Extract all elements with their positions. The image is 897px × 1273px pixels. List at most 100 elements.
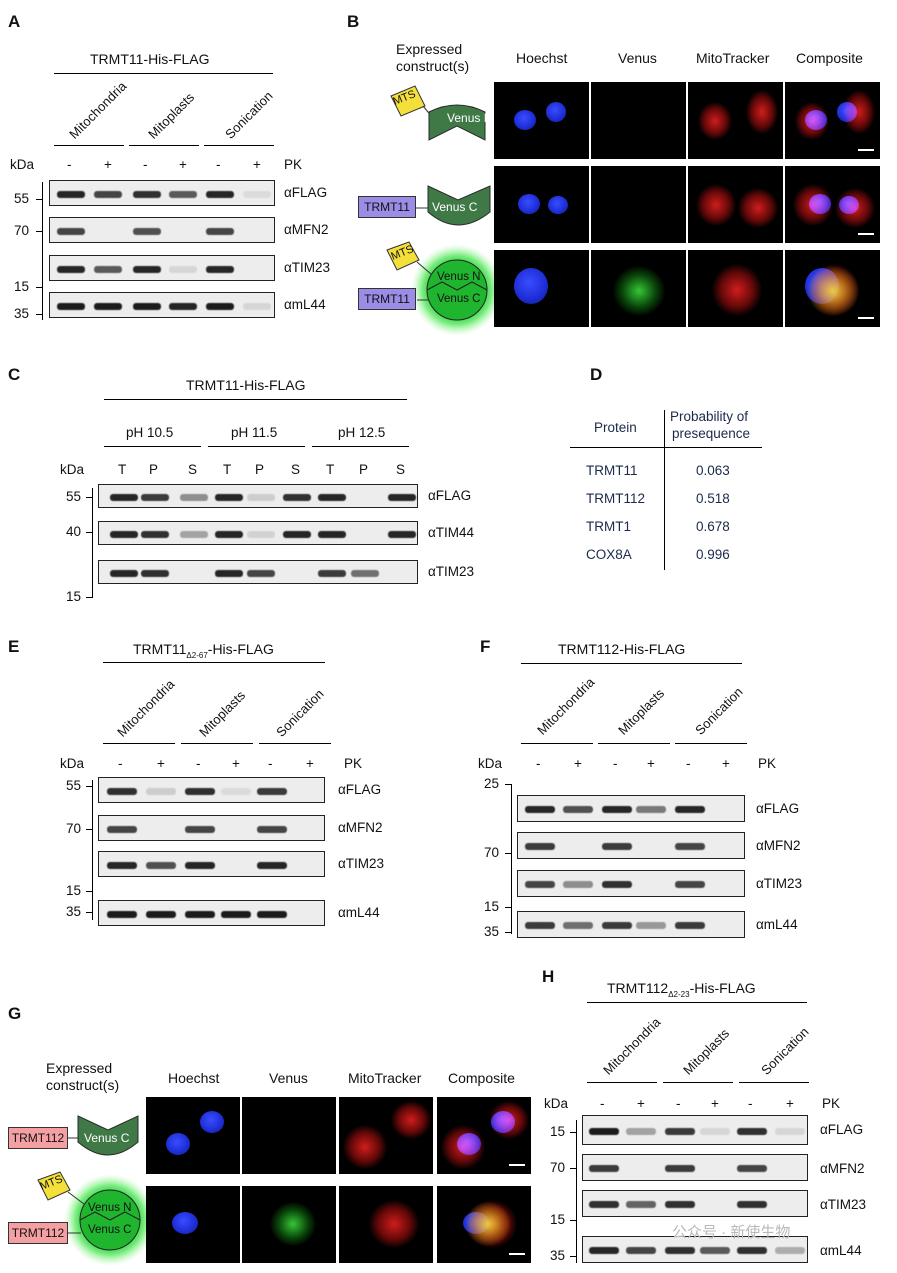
panel-a-marker-4: 35	[14, 306, 30, 321]
panel-c-marker-tick-2	[86, 532, 93, 533]
panel-f-blot-4-band-2	[563, 922, 593, 929]
panel-b-micrograph-r3-venus-venus-signal	[613, 266, 665, 316]
panel-g-micrograph-r1-hoechst	[146, 1097, 240, 1174]
panel-h-blot-1-band-1	[589, 1127, 619, 1135]
panel-a-marker-tick-3	[36, 287, 43, 288]
panel-a-fraction-2: Mitoplasts	[145, 89, 198, 142]
panel-a-marker-1: 55	[14, 191, 30, 206]
panel-f-construct: TRMT112-His-FLAG	[558, 641, 686, 657]
panel-c-marker-2: 40	[66, 524, 82, 539]
panel-a-lane-2: +	[104, 157, 112, 172]
panel-c-lane-1: T	[118, 462, 127, 477]
panel-f-blot-1-band-1	[525, 806, 555, 813]
panel-g-row2-construct	[37, 1171, 149, 1266]
panel-a-construct-line	[54, 73, 273, 74]
panel-c-antibody-1: αFLAG	[428, 488, 472, 503]
panel-g-micrograph-r1-mito	[339, 1097, 433, 1174]
panel-h-blot-1	[582, 1115, 808, 1145]
panel-h-blot-4-band-4	[700, 1247, 730, 1254]
panel-a-lane-5: -	[216, 157, 221, 172]
panel-d-col-prob-1: Probability of	[670, 409, 749, 424]
panel-c-marker-3: 15	[66, 589, 82, 604]
panel-c-lane-6: S	[291, 462, 301, 477]
panel-c-construct-line	[104, 399, 407, 400]
panel-g-micrograph-r2-mito	[339, 1186, 433, 1263]
panel-c-blot-1-band-7	[318, 493, 346, 501]
panel-d-protein-3: TRMT1	[586, 519, 631, 534]
panel-g-micrograph-r1-hoechst-nucleus	[166, 1133, 190, 1155]
panel-f-fraction-line-3	[675, 743, 747, 744]
panel-b-micrograph-r1-mito-mito-signal	[746, 90, 778, 134]
panel-g-micrograph-r1-hoechst-nucleus	[200, 1111, 224, 1133]
panel-g-row1-venus-c: Venus C	[84, 1131, 130, 1145]
panel-b-micrograph-r2-composite-mito-signal	[835, 188, 875, 228]
panel-h-blot-3	[582, 1190, 808, 1217]
panel-c-blot-1-band-1	[110, 493, 138, 501]
panel-d-prob-3: 0.678	[696, 519, 730, 534]
panel-f-blot-2-band-5	[675, 843, 705, 850]
panel-h-lane-5: -	[748, 1096, 753, 1111]
panel-c-blot-1	[98, 484, 418, 508]
panel-c-blot-3	[98, 560, 418, 584]
panel-h-marker-tick-1	[570, 1132, 577, 1133]
panel-g-row2-trmt112: TRMT112	[8, 1222, 68, 1244]
panel-b-row2-trmt11: TRMT11	[358, 196, 416, 218]
panel-a-marker-tick-2	[36, 231, 43, 232]
panel-h-blot-2	[582, 1154, 808, 1181]
panel-f-antibody-1: αFLAG	[756, 801, 800, 816]
panel-h-label: H	[542, 967, 555, 986]
panel-h-marker-1: 15	[550, 1124, 566, 1139]
panel-a-lane-3: -	[143, 157, 148, 172]
panel-g-row2-venus-n: Venus N	[88, 1202, 132, 1214]
panel-c-blot-3-band-8	[351, 569, 379, 577]
panel-h-blot-1-band-3	[665, 1127, 695, 1135]
panel-a-blot-3	[49, 255, 275, 281]
panel-c-lane-7: T	[326, 462, 335, 477]
panel-d-prob-1: 0.063	[696, 463, 730, 478]
panel-d-header-rule	[570, 447, 762, 448]
panel-b-micrograph-r2-mito-mito-signal	[738, 188, 778, 228]
panel-b-col-mitotracker: MitoTracker	[696, 50, 770, 66]
panel-c-marker-tick-3	[86, 597, 93, 598]
panel-h-fraction-1: Mitochondria	[600, 1014, 664, 1078]
panel-a-blot-4-band-1	[57, 302, 85, 310]
panel-h-lane-2: +	[637, 1096, 645, 1111]
panel-c-marker-tick-1	[86, 497, 93, 498]
panel-g-micrograph-r1-venus	[242, 1097, 336, 1174]
panel-e-blot-4-band-1	[107, 910, 137, 918]
panel-f-label: F	[480, 637, 491, 656]
panel-g-micrograph-r2-hoechst-nucleus	[172, 1212, 198, 1234]
panel-a-blot-3-band-4	[169, 265, 197, 273]
panel-b-micrograph-r1-hoechst-nucleus	[514, 110, 536, 130]
panel-a-marker-axis	[42, 182, 43, 320]
panel-f-lane-3: -	[613, 756, 618, 771]
panel-a-antibody-1: αFLAG	[284, 185, 328, 200]
panel-e-blot-3	[98, 851, 325, 877]
panel-b-micrograph-r3-composite-venus-signal	[807, 266, 859, 316]
panel-f-marker-tick-4	[505, 932, 512, 933]
panel-h-fraction-line-3	[739, 1082, 809, 1083]
panel-b-row3-trmt11: TRMT11	[358, 288, 416, 310]
panel-h-construct-tail: -His-FLAG	[689, 980, 756, 996]
panel-f-blot-3-band-3	[602, 881, 632, 888]
panel-h-construct-sub: Δ2-23	[668, 989, 690, 999]
panel-a-blot-4	[49, 292, 275, 318]
panel-h-marker-axis	[576, 1120, 577, 1263]
panel-c-kda: kDa	[60, 462, 85, 477]
panel-a-blot-2-band-3	[133, 227, 161, 235]
panel-g-micrograph-r1-composite-mito-signal	[489, 1101, 529, 1139]
panel-f-fraction-3: Sonication	[692, 684, 746, 738]
panel-a-blot-4-band-4	[169, 302, 197, 310]
panel-f-marker-1: 25	[484, 776, 500, 791]
panel-c-blot-3-band-7	[318, 569, 346, 577]
panel-e-blot-4-band-5	[257, 910, 287, 918]
panel-e-fraction-1: Mitochondria	[114, 676, 178, 740]
panel-b-col-venus: Venus	[618, 50, 657, 66]
panel-h-construct-main: TRMT112	[607, 980, 669, 996]
panel-a-blot-1-band-3	[133, 190, 161, 198]
panel-a-blot-3-band-2	[94, 265, 122, 273]
panel-h-pk: PK	[822, 1096, 841, 1111]
panel-a-lane-4: +	[179, 157, 187, 172]
panel-b-micrograph-r3-composite-scale-bar	[858, 317, 874, 319]
panel-f-blot-4	[517, 911, 745, 938]
